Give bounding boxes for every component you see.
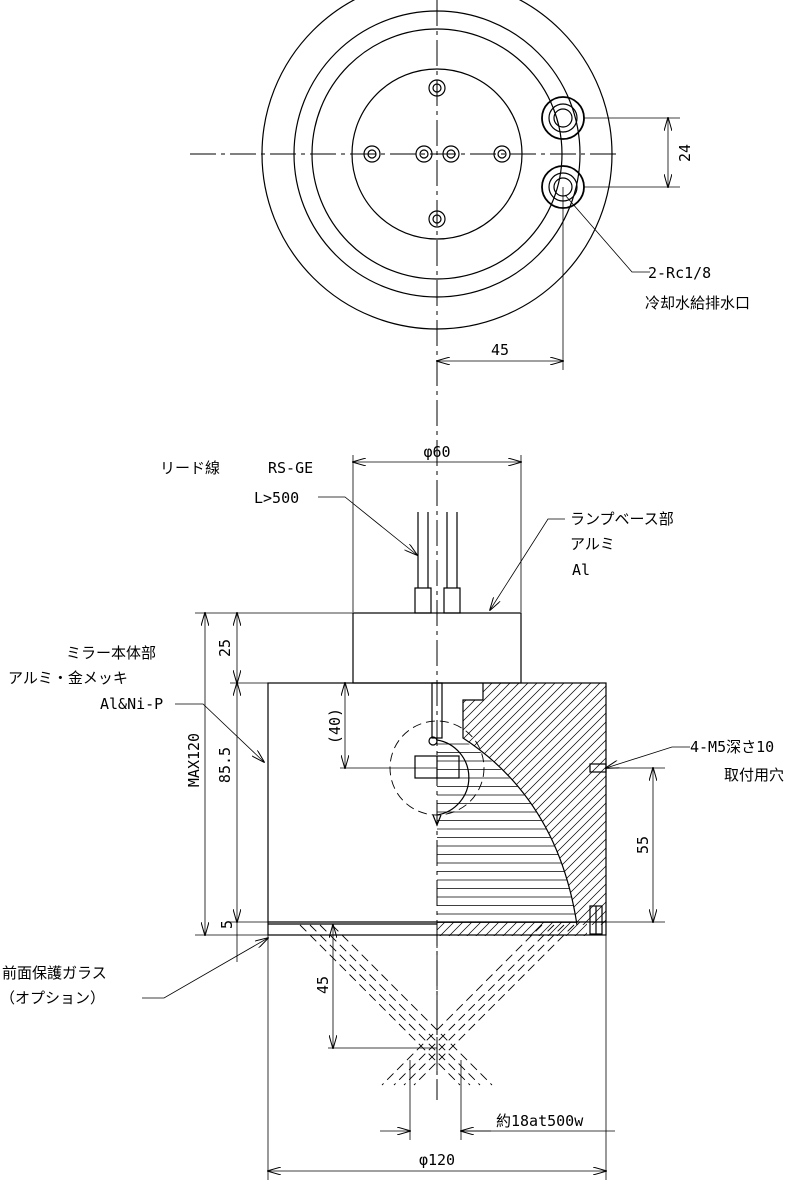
- lamp-base-leader: [490, 518, 565, 610]
- lead-hole-left: [415, 145, 433, 163]
- mounting-hole-leader: [606, 746, 690, 768]
- port-spec-label: 2-Rc1/8: [648, 264, 711, 282]
- dim-25-label: 25: [216, 639, 234, 657]
- dim-max120-label: MAX120: [185, 733, 203, 787]
- port-leader: [564, 194, 650, 273]
- port-desc-label: 冷却水給排水口: [645, 294, 750, 312]
- mirror-body-name: ミラー本体部: [66, 644, 156, 662]
- light-rays: [299, 924, 575, 1100]
- lead-wires: [414, 512, 461, 614]
- lamp-base-material: Al: [572, 561, 590, 579]
- dim-55-label: 55: [634, 836, 652, 854]
- dim-5-label: 5: [218, 920, 236, 929]
- mounting-hole-spec: 4-M5深さ10: [690, 738, 774, 756]
- dim-40-label: (40): [326, 708, 344, 744]
- side-view: φ60 リード線 RS-GE L>500 ランプベース部 アルミ Al: [0, 443, 784, 1180]
- front-glass-option: （オプション）: [0, 989, 105, 1007]
- dim-45-label: 45: [491, 341, 509, 359]
- lead-hole-right: [442, 145, 460, 163]
- dim-45-focus-label: 45: [314, 976, 332, 994]
- dim-24-label: 24: [676, 144, 694, 162]
- screw-hole-right: [493, 145, 511, 163]
- lead-wire-spec: RS-GE: [268, 459, 313, 477]
- lamp-base-material-jp: アルミ: [570, 535, 615, 553]
- dim-85-5-label: 85.5: [216, 747, 234, 783]
- dim-phi120-label: φ120: [419, 1151, 455, 1169]
- dim-spot-label: 約18at500w: [496, 1112, 584, 1130]
- top-view: 24 2-Rc1/8 冷却水給排水口 45: [190, 0, 750, 1100]
- reflector-profile: [462, 683, 578, 926]
- dim-phi60-label: φ60: [423, 443, 450, 461]
- mirror-body-finish: Al&Ni-P: [100, 695, 163, 713]
- mounting-hole-desc: 取付用穴: [724, 766, 784, 784]
- cooling-port-upper: [541, 96, 585, 140]
- front-glass-name: 前面保護ガラス: [2, 964, 107, 982]
- hatched-section: [463, 683, 606, 925]
- lead-wire-leader: [318, 496, 417, 555]
- lamp-base-name: ランプベース部: [570, 510, 674, 528]
- screw-hole-top: [428, 79, 446, 97]
- screw-hole-bottom: [428, 210, 446, 228]
- front-glass-leader: [142, 938, 268, 999]
- lead-wire-length: L>500: [254, 489, 299, 507]
- lead-wire-label: リード線: [160, 459, 220, 477]
- screw-hole-left: [363, 145, 381, 163]
- mirror-body-finish-jp: アルミ・金メッキ: [8, 669, 128, 687]
